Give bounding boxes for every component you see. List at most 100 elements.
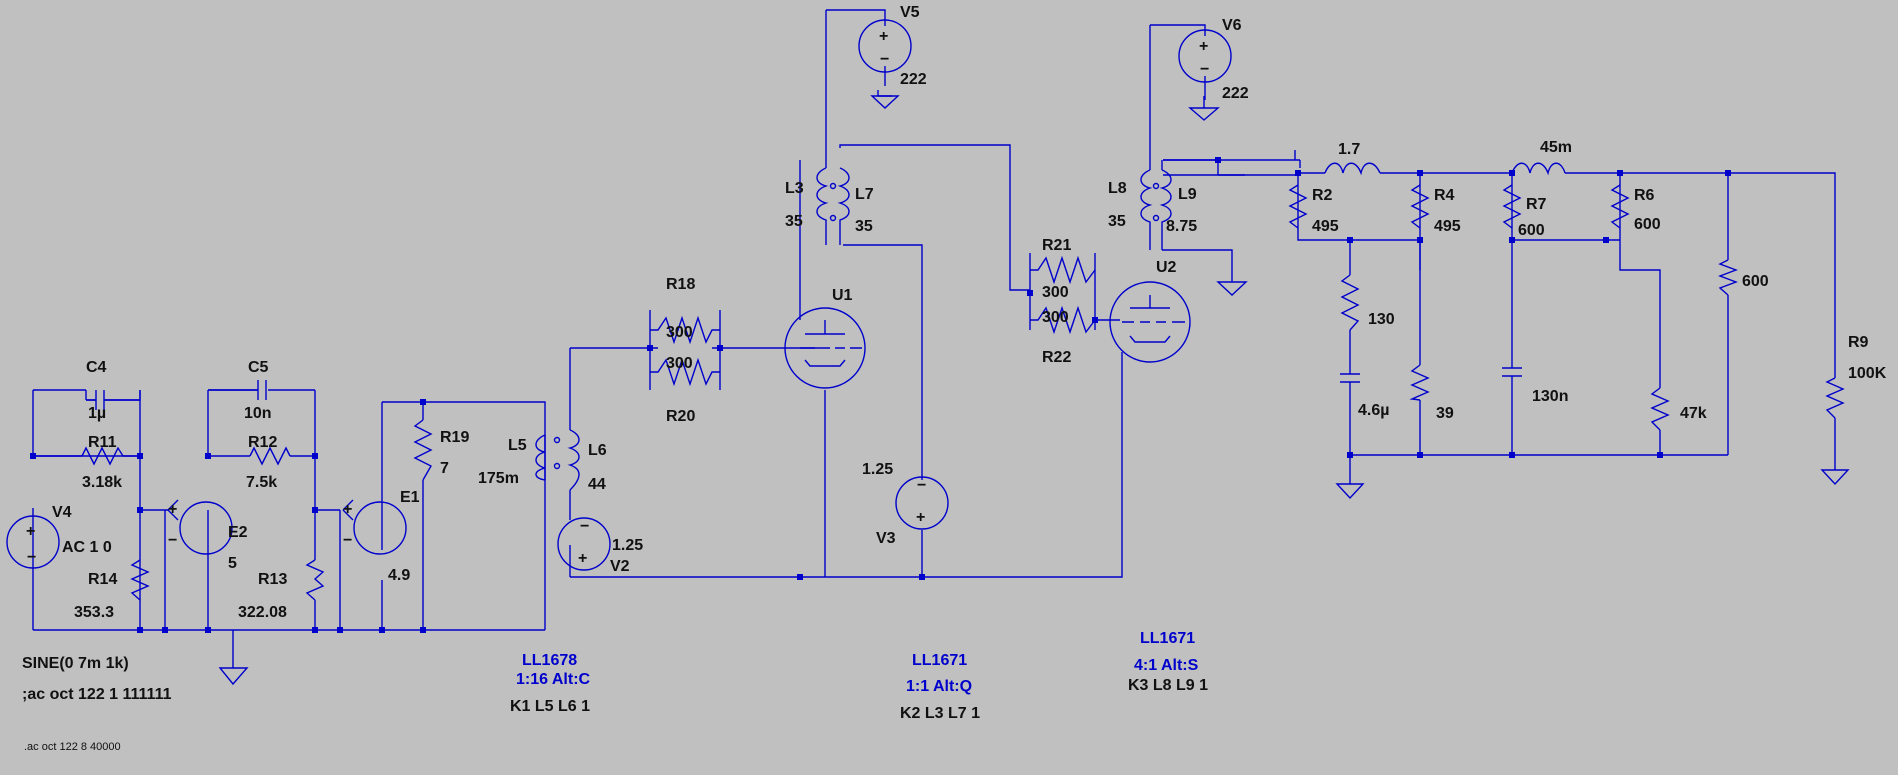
c5-name: C5 [248,359,269,376]
ground-symbols [218,90,1850,686]
l6-value: 44 [588,476,606,493]
l8-name: L8 [1108,180,1127,197]
wires [32,9,1836,631]
c-a-value: 4.6µ [1358,402,1389,419]
l3-value: 35 [785,213,803,230]
t1-coupling: K1 L5 L6 1 [510,698,590,715]
l-a-value: 1.7 [1338,141,1360,158]
r-a-value: 130 [1368,311,1395,328]
r9-name: R9 [1848,334,1869,351]
sine-directive: SINE(0 7m 1k) [22,655,129,672]
junction-dots [30,157,1731,633]
r14-name: R14 [88,571,117,588]
c4-name: C4 [86,359,107,376]
l3-name: L3 [785,180,804,197]
r-c-value: 47k [1680,405,1707,422]
resistors [81,184,1845,601]
v3-value: 1.25 [862,461,893,478]
e2-value: 5 [228,555,237,572]
r13-name: R13 [258,571,287,588]
r20-value: 300 [666,355,693,372]
r7-value: 600 [1518,222,1545,239]
r-b-value: 39 [1436,405,1454,422]
capacitors [86,367,1522,410]
ac-comment: ;ac oct 122 1 111111 [22,686,172,703]
svg-text:+: + [879,28,888,45]
t3-coupling: K3 L8 L9 1 [1128,677,1208,694]
svg-text:−: − [580,518,589,535]
v3-name: V3 [876,530,896,547]
spice-directives: SINE(0 7m 1k) ;ac oct 122 1 111111 .ac o… [22,630,1208,753]
svg-text:−: − [917,477,926,494]
svg-text:+: + [578,550,587,567]
l7-value: 35 [855,218,873,235]
l-b-value: 45m [1540,139,1572,156]
r6-name: R6 [1634,187,1655,204]
svg-text:+: + [168,501,177,518]
v5-value: 222 [900,71,927,88]
l5-value: 175m [478,470,519,487]
r13-value: 322.08 [238,604,287,621]
u1-label: U1 [832,287,853,304]
svg-text:+: + [343,501,352,518]
r9-value: 100K [1848,365,1887,382]
svg-text:+: + [916,509,925,526]
r22-name: R22 [1042,349,1071,366]
r14-value: 353.3 [74,604,114,621]
r12-name: R12 [248,434,277,451]
e1-name: E1 [400,489,420,506]
l7-name: L7 [855,186,874,203]
c-b-value: 130n [1532,388,1568,405]
r20-name: R20 [666,408,695,425]
svg-text:−: − [343,532,352,549]
r21-name: R21 [1042,237,1071,254]
c4-value: 1µ [88,405,106,422]
v2-value: 1.25 [612,537,643,554]
svg-text:+: + [26,523,35,540]
r4-value: 495 [1434,218,1461,235]
r19-value: 7 [440,460,449,477]
r19-name: R19 [440,429,469,446]
r11-name: R11 [88,434,117,451]
r18-value: 300 [666,324,693,341]
r21-value: 300 [1042,284,1069,301]
r2-name: R2 [1312,187,1333,204]
svg-text:+: + [1199,38,1208,55]
r22-value: 300 [1042,309,1069,326]
v4-value: AC 1 0 [62,539,112,556]
controlled-sources: + − + − [167,499,354,549]
v2-name: V2 [610,558,630,575]
r4-name: R4 [1434,187,1455,204]
r7-name: R7 [1526,196,1547,213]
v5-name: V5 [900,4,920,21]
v6-value: 222 [1222,85,1249,102]
v6-name: V6 [1222,17,1242,34]
r-d-value: 600 [1742,273,1769,290]
l5-name: L5 [508,437,527,454]
e1-value: 4.9 [388,567,410,584]
t2-ratio: 1:1 Alt:Q [906,678,972,695]
r11-value: 3.18k [82,474,122,491]
ac-directive: .ac oct 122 8 40000 [24,741,121,753]
l8-value: 35 [1108,213,1126,230]
t2-model: LL1671 [912,652,967,669]
c5-value: 10n [244,405,272,422]
r6-value: 600 [1634,216,1661,233]
r2-value: 495 [1312,218,1339,235]
l9-value: 8.75 [1166,218,1197,235]
l9-name: L9 [1178,186,1197,203]
r12-value: 7.5k [246,474,277,491]
tubes [784,281,1191,389]
u2-label: U2 [1156,259,1177,276]
t1-model: LL1678 [522,652,577,669]
inductors [535,162,1566,491]
v4-name: V4 [52,504,72,521]
e2-name: E2 [228,524,248,541]
voltage-sources: + − + − + − − + − + [6,19,1232,571]
svg-text:−: − [1200,61,1209,78]
r18-name: R18 [666,276,695,293]
t2-coupling: K2 L3 L7 1 [900,705,980,722]
t3-model: LL1671 [1140,630,1195,647]
svg-text:−: − [880,51,889,68]
